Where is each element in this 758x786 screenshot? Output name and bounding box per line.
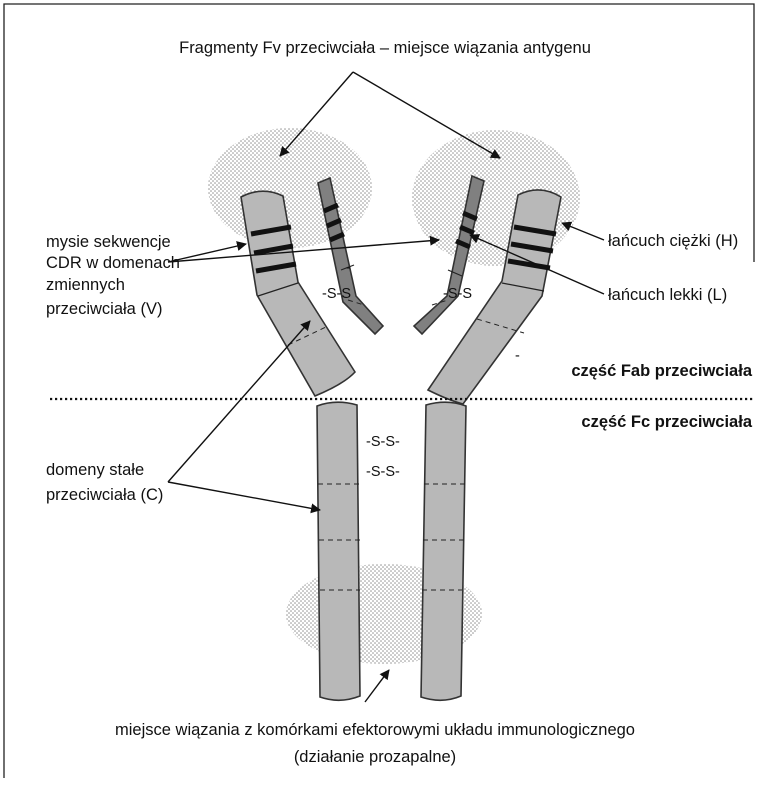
bond-hinge-bottom: -S-S- — [366, 464, 400, 480]
label-fab-part: część Fab przeciwciała — [571, 362, 753, 380]
label-effector-line1: miejsce wiązania z komórkami efektorowym… — [115, 721, 635, 739]
bond-light-heavy-right: -S-S — [443, 286, 472, 302]
arrow-constant-left — [168, 321, 310, 482]
label-light-chain: łańcuch lekki (L) — [608, 286, 727, 304]
label-constant-line1: domeny stałe — [46, 461, 144, 479]
bond-hinge-top: -S-S- — [366, 434, 400, 450]
arrow-fv-right — [353, 72, 500, 158]
label-cdr-line1: mysie sekwencje — [46, 233, 171, 251]
label-constant-line2: przeciwciała (C) — [46, 486, 163, 504]
arrow-constant-right — [168, 482, 320, 510]
fc-right-column — [421, 402, 466, 700]
stray-mark: - — [346, 260, 351, 276]
label-heavy-chain: łańcuch ciężki (H) — [608, 232, 738, 250]
label-cdr-line2: CDR w domenach — [46, 254, 180, 272]
label-fc-part: część Fc przeciwciała — [581, 413, 752, 431]
stray-mark: - — [515, 348, 520, 364]
arrow-effector — [365, 670, 389, 702]
label-cdr-line4: przeciwciała (V) — [46, 300, 162, 318]
label-effector-line2: (działanie prozapalne) — [294, 748, 456, 766]
fc-left-column — [317, 402, 360, 700]
fv-region-left — [208, 128, 372, 248]
label-cdr-line3: zmiennych — [46, 276, 125, 294]
label-fv-fragments: Fragmenty Fv przeciwciała – miejsce wiąz… — [179, 39, 591, 57]
bond-light-heavy-left: -S-S — [322, 286, 351, 302]
